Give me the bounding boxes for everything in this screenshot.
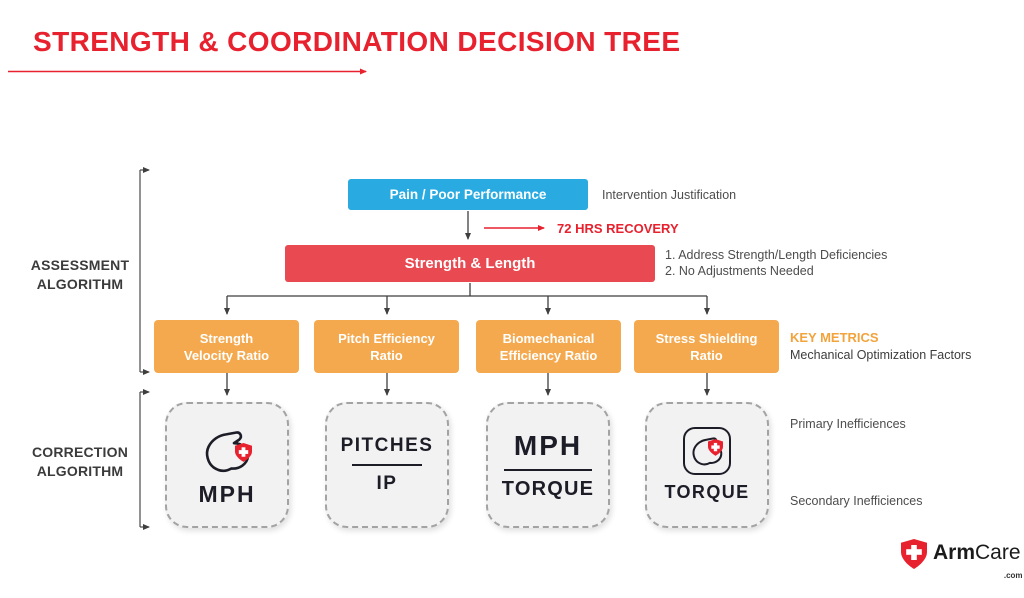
- card-metric-label: MPH: [198, 480, 256, 507]
- card-metric-label: TORQUE: [664, 482, 750, 502]
- logo-text-light: Care: [975, 541, 1021, 564]
- armcare-wordmark: ArmCare .com: [933, 539, 1023, 580]
- fraction-numerator: MPH: [513, 429, 583, 461]
- correction-algorithm-label: CORRECTION ALGORITHM: [31, 444, 129, 479]
- outcome-card-mph: MPH: [165, 402, 289, 528]
- fraction-denominator: TORQUE: [501, 477, 595, 500]
- assessment-algorithm-label: ASSESSMENT ALGORITHM: [30, 257, 130, 292]
- bicep-icon: [683, 427, 731, 475]
- logo-tld: .com: [1003, 571, 1023, 580]
- outcome-card-torque: TORQUE: [645, 402, 769, 528]
- metric-strength-velocity-ratio: Strength Velocity Ratio: [154, 320, 299, 373]
- strength-length-node: Strength & Length: [285, 245, 655, 282]
- outcome-card-mph-torque: MPH TORQUE: [486, 402, 610, 528]
- shield-cross-icon: [235, 442, 252, 467]
- page-title: STRENGTH & COORDINATION DECISION TREE: [33, 26, 681, 57]
- fraction-divider: [352, 464, 422, 466]
- pain-performance-node: Pain / Poor Performance: [348, 179, 588, 210]
- key-metrics-title: KEY METRICS: [790, 330, 879, 345]
- key-metrics-subtitle: Mechanical Optimization Factors: [790, 348, 972, 362]
- strength-note-1: 1. Address Strength/Length Deficiencies: [665, 248, 888, 262]
- metric-stress-shielding-ratio: Stress Shielding Ratio: [634, 320, 779, 373]
- metric-pitch-efficiency-ratio: Pitch Efficiency Ratio: [314, 320, 459, 373]
- intervention-note: Intervention Justification: [602, 188, 737, 202]
- armcare-logo: ArmCare .com: [901, 539, 1023, 580]
- strength-note-2: 2. No Adjustments Needed: [665, 264, 814, 278]
- primary-inefficiencies-note: Primary Inefficiences: [790, 417, 906, 431]
- outcome-card-pitches-ip: PITCHES IP: [325, 402, 449, 528]
- fraction-denominator: IP: [376, 473, 398, 494]
- logo-text-bold: Arm: [933, 541, 976, 564]
- armcare-shield-icon: [901, 539, 927, 574]
- recovery-label: 72 HRS RECOVERY: [557, 221, 679, 236]
- shield-cross-icon: [708, 439, 723, 461]
- fraction-numerator: PITCHES: [340, 435, 434, 456]
- secondary-inefficiencies-note: Secondary Inefficiences: [790, 494, 923, 508]
- metric-biomechanical-efficiency-ratio: Biomechanical Efficiency Ratio: [476, 320, 621, 373]
- bicep-icon: [199, 423, 255, 479]
- fraction-divider: [504, 468, 592, 471]
